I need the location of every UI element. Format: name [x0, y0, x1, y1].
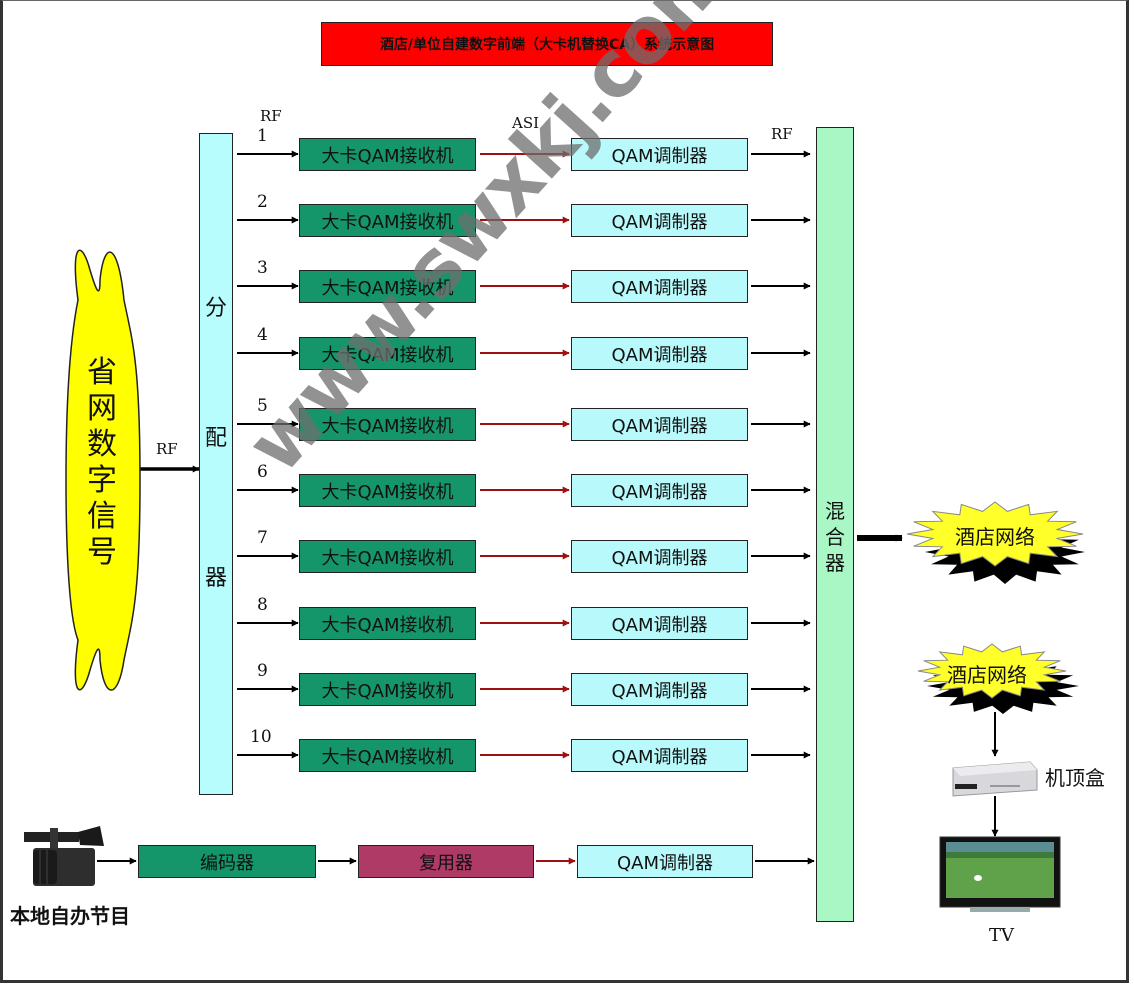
tv-label: TV [989, 925, 1015, 946]
province-signal-char: 网 [87, 391, 117, 426]
hotel-network-burst-1 [906, 501, 1085, 584]
channel-number: 4 [257, 325, 268, 345]
qam-receiver-block: 大卡QAM接收机 [299, 138, 476, 171]
channel-number: 7 [257, 528, 268, 548]
qam-receiver-block: 大卡QAM接收机 [299, 270, 476, 303]
qam-receiver-block: 大卡QAM接收机 [299, 540, 476, 573]
splitter-block [199, 133, 233, 795]
qam-receiver-block: 大卡QAM接收机 [299, 474, 476, 507]
qam-receiver-block: 大卡QAM接收机 [299, 337, 476, 370]
province-signal-char: 数 [87, 427, 117, 462]
output-rf-label: RF [771, 125, 793, 143]
qam-modulator-block: QAM调制器 [571, 270, 748, 303]
qam-modulator-block: QAM调制器 [571, 408, 748, 441]
province-signal-char: 省 [87, 355, 117, 390]
arrows-layer [97, 150, 999, 865]
qam-receiver-block: 大卡QAM接收机 [299, 673, 476, 706]
qam-modulator-block: QAM调制器 [571, 474, 748, 507]
qam-modulator-block: QAM调制器 [571, 337, 748, 370]
channel-number: 1 [257, 126, 268, 146]
set-top-box-label: 机顶盒 [1045, 766, 1105, 790]
tv-icon [939, 836, 1061, 912]
splitter-char-2: 配 [204, 426, 227, 451]
qam-modulator-block: QAM调制器 [571, 673, 748, 706]
qam-modulator-block: QAM调制器 [571, 739, 748, 772]
qam-receiver-block: 大卡QAM接收机 [299, 739, 476, 772]
province-signal-char: 号 [87, 535, 117, 570]
qam-modulator-block: QAM调制器 [571, 607, 748, 640]
mixer-char-1: 混 [825, 499, 845, 523]
multiplexer-block: 复用器 [358, 845, 534, 878]
splitter-char-1: 分 [204, 296, 227, 321]
qam-modulator-block: QAM调制器 [571, 540, 748, 573]
qam-modulator-block: QAM调制器 [571, 138, 748, 171]
hotel-network-label-2: 酒店网络 [947, 663, 1027, 687]
province-signal-char: 信 [87, 499, 117, 534]
channel-number: 3 [257, 258, 268, 278]
input-rf-label: RF [260, 107, 282, 125]
diagram-title: 酒店/单位自建数字前端（大卡机替换CA）系统示意图 [321, 22, 773, 66]
video-camera-icon [24, 826, 104, 886]
hotel-network-burst-2 [917, 643, 1079, 714]
mixer-block [816, 127, 854, 922]
province-signal-char: 字 [87, 463, 117, 498]
local-modulator-block: QAM调制器 [577, 845, 753, 878]
qam-receiver-block: 大卡QAM接收机 [299, 607, 476, 640]
channel-number: 2 [257, 192, 268, 212]
qam-receiver-block: 大卡QAM接收机 [299, 204, 476, 237]
province-signal-label: 省网数字信号 [82, 355, 122, 571]
mixer-char-2: 合 [825, 525, 845, 549]
channel-number: 10 [250, 727, 272, 747]
mixer-char-3: 器 [825, 551, 845, 575]
channel-number: 6 [257, 462, 268, 482]
qam-receiver-block: 大卡QAM接收机 [299, 408, 476, 441]
asi-label: ASI [512, 114, 540, 132]
channel-number: 5 [257, 396, 268, 416]
province-rf-label: RF [156, 440, 178, 458]
channel-number: 8 [257, 595, 268, 615]
province-signal-cloud [65, 249, 141, 691]
encoder-block: 编码器 [138, 845, 316, 878]
channel-number: 9 [257, 661, 268, 681]
splitter-char-3: 器 [204, 566, 227, 591]
qam-modulator-block: QAM调制器 [571, 204, 748, 237]
local-program-label: 本地自办节目 [10, 904, 130, 928]
hotel-network-label-1: 酒店网络 [955, 525, 1035, 549]
set-top-box-icon [952, 761, 1038, 797]
